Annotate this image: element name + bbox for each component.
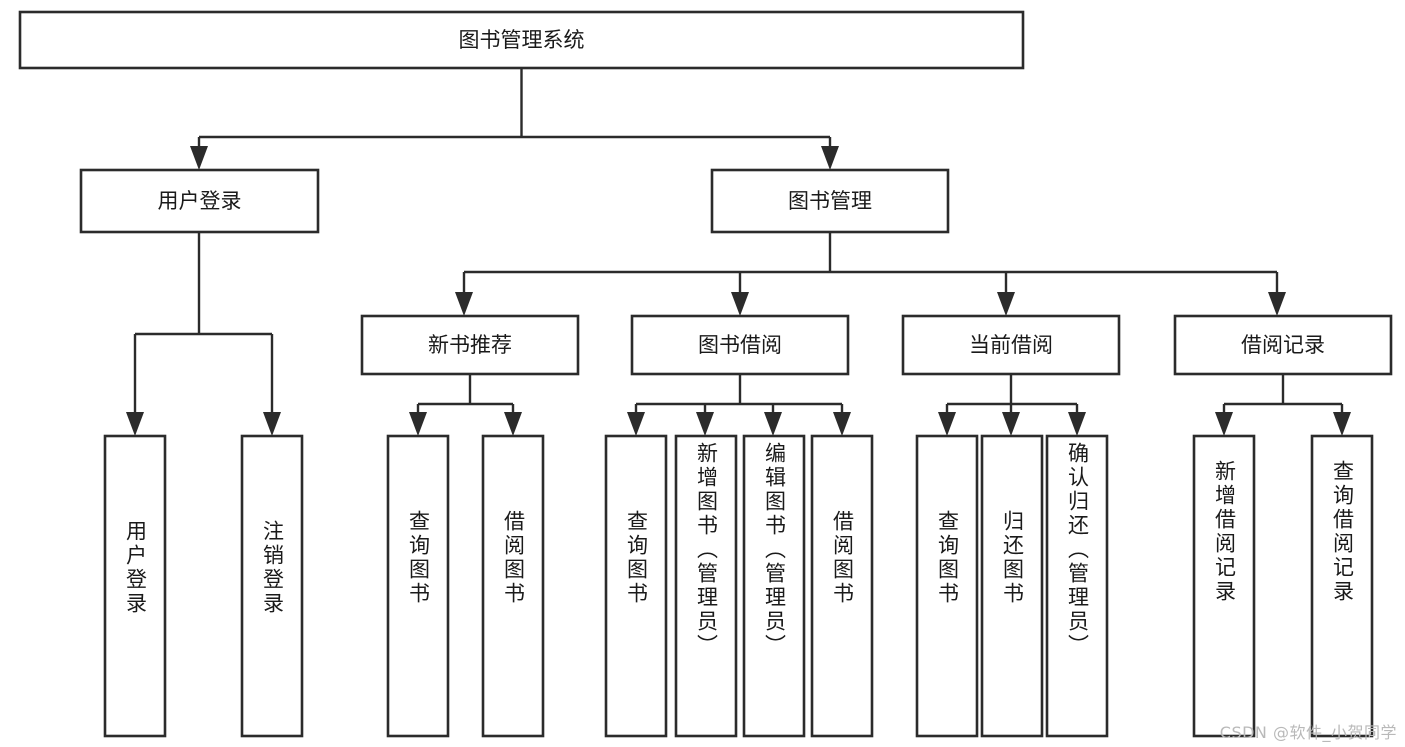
node-box-user-login[interactable] xyxy=(79,168,320,234)
leaf-box-user-logout[interactable] xyxy=(240,434,304,738)
arrow-head-leaf-edit-book xyxy=(764,412,782,436)
node-box-borrow-record[interactable] xyxy=(1173,314,1393,376)
csdn-watermark: CSDN @软件_小贺同学 xyxy=(1219,723,1397,742)
node-box-current-borrow[interactable] xyxy=(901,314,1121,376)
arrow-head-leaf-return-book xyxy=(1002,412,1020,436)
leaf-box-query-book-2[interactable] xyxy=(604,434,668,738)
arrow-head-leaf-query-book-3 xyxy=(938,412,956,436)
arrow-head-new-book-recommend xyxy=(455,292,473,316)
node-label-borrow-record: 借阅记录 xyxy=(1241,333,1325,357)
arrow-head-leaf-confirm-return xyxy=(1068,412,1086,436)
node-label-root: 图书管理系统 xyxy=(459,28,585,52)
arrow-head-leaf-add-record xyxy=(1215,412,1233,436)
connector-group-root xyxy=(190,68,839,170)
connector-group-borrow-record xyxy=(1215,374,1351,436)
arrow-head-leaf-user-login xyxy=(126,412,144,436)
connector-group-book-borrow xyxy=(627,374,851,436)
arrow-head-leaf-query-book-1 xyxy=(409,412,427,436)
node-box-root[interactable] xyxy=(18,10,1025,70)
connector-group-book-management xyxy=(455,232,1286,316)
leaf-box-borrow-book-1[interactable] xyxy=(481,434,545,738)
arrow-head-leaf-add-book xyxy=(696,412,714,436)
node-label-book-management: 图书管理 xyxy=(788,189,872,213)
node-label-user-login: 用户登录 xyxy=(158,189,242,213)
node-box-book-borrow[interactable] xyxy=(630,314,850,376)
leaf-box-query-book-1[interactable] xyxy=(386,434,450,738)
connector-group-current-borrow xyxy=(938,374,1086,436)
leaf-box-borrow-book-2[interactable] xyxy=(810,434,874,738)
leaf-box-query-record[interactable] xyxy=(1310,434,1374,738)
connector-group-user-login xyxy=(126,232,281,436)
arrow-head-user-login xyxy=(190,146,208,170)
arrow-head-leaf-borrow-book-1 xyxy=(504,412,522,436)
leaf-box-confirm-return[interactable] xyxy=(1045,434,1109,738)
node-box-new-book-recommend[interactable] xyxy=(360,314,580,376)
leaf-box-add-book[interactable] xyxy=(674,434,738,738)
arrow-head-leaf-borrow-book-2 xyxy=(833,412,851,436)
node-label-new-book-recommend: 新书推荐 xyxy=(428,333,512,357)
arrow-head-book-management xyxy=(821,146,839,170)
arrow-head-leaf-query-record xyxy=(1333,412,1351,436)
arrow-head-leaf-query-book-2 xyxy=(627,412,645,436)
leaf-box-add-record[interactable] xyxy=(1192,434,1256,738)
node-label-book-borrow: 图书借阅 xyxy=(698,333,782,357)
leaf-box-query-book-3[interactable] xyxy=(915,434,979,738)
node-label-current-borrow: 当前借阅 xyxy=(969,333,1053,357)
arrow-head-book-borrow xyxy=(731,292,749,316)
connector-group-new-book-recommend xyxy=(409,374,522,436)
arrow-head-current-borrow xyxy=(997,292,1015,316)
leaf-box-return-book[interactable] xyxy=(980,434,1044,738)
leaf-box-user-login[interactable] xyxy=(103,434,167,738)
arrow-head-borrow-record xyxy=(1268,292,1286,316)
node-box-book-management[interactable] xyxy=(710,168,950,234)
leaf-box-edit-book[interactable] xyxy=(742,434,806,738)
arrow-head-leaf-user-logout xyxy=(263,412,281,436)
